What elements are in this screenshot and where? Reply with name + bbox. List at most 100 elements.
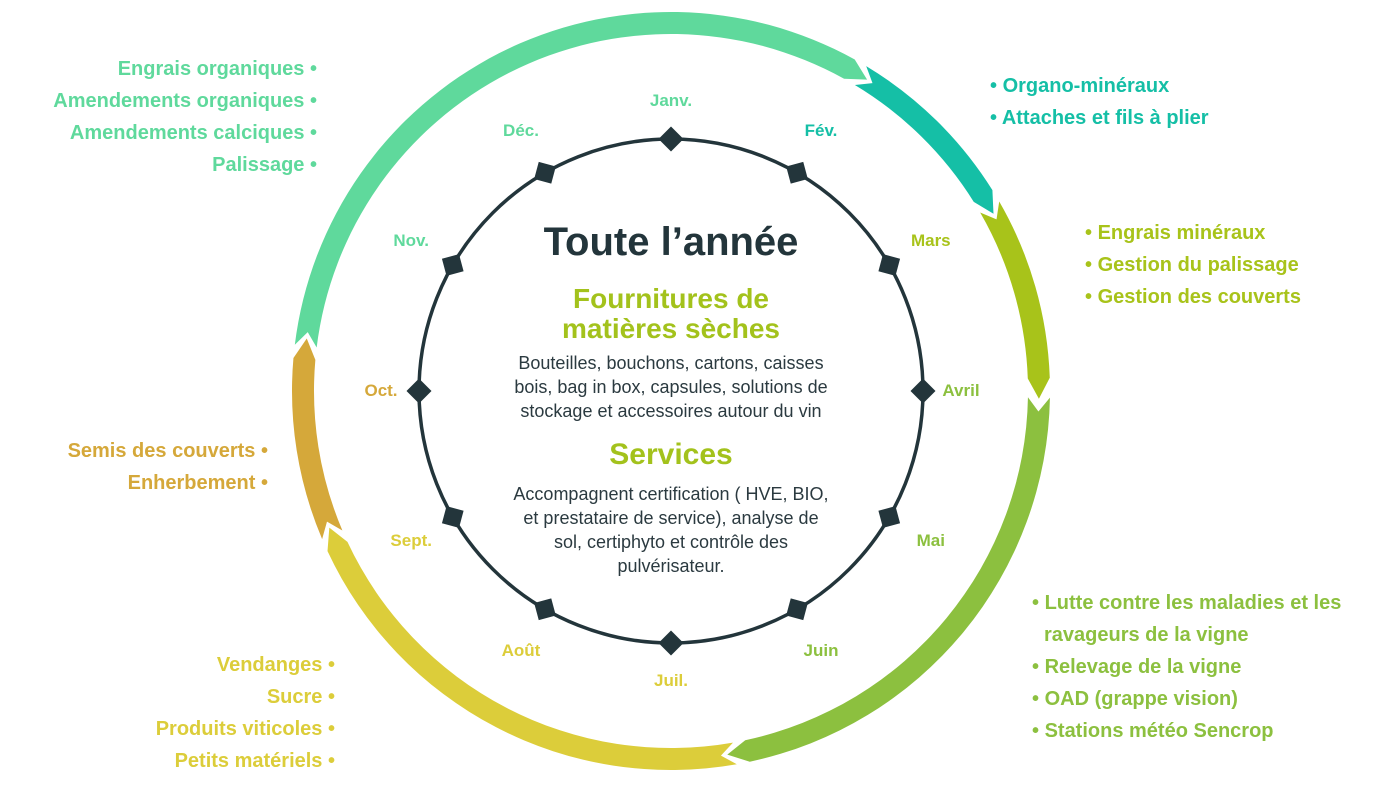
group-item: Produits viticoles • bbox=[156, 713, 335, 745]
group-item-text: Engrais minéraux bbox=[1097, 222, 1266, 244]
services-line: pulvérisateur. bbox=[617, 556, 725, 576]
month-label: Nov. bbox=[393, 231, 429, 250]
supplies-line: bois, bag in box, capsules, solutions de bbox=[514, 377, 828, 397]
group-item-text: Produits viticoles bbox=[155, 718, 323, 740]
month-diamond-marker bbox=[658, 630, 684, 656]
arrow-segment-green bbox=[727, 397, 1050, 762]
supplies-title: Fournitures de matières sèches bbox=[471, 284, 871, 344]
month-diamond-marker bbox=[658, 126, 684, 152]
services-line: et prestataire de service), analyse de bbox=[523, 508, 819, 528]
bullet-icon: • bbox=[255, 472, 268, 494]
arrow-segment-mint bbox=[294, 11, 868, 348]
group-item: Vendanges • bbox=[156, 649, 335, 681]
bullet-icon: • bbox=[990, 107, 1002, 129]
bullet-icon: • bbox=[304, 90, 317, 112]
month-diamond-marker bbox=[910, 378, 936, 404]
month-label: Juil. bbox=[653, 671, 689, 690]
services-line: sol, certiphyto et contrôle des bbox=[553, 532, 789, 552]
bullet-icon: • bbox=[255, 440, 268, 462]
bullet-icon: • bbox=[322, 750, 335, 772]
group-item: • Relevage de la vigne bbox=[1032, 651, 1341, 683]
month-diamond-marker bbox=[786, 598, 808, 621]
bullet-icon: • bbox=[322, 654, 335, 676]
group-item-text: Lutte contre les maladies et les bbox=[1044, 592, 1342, 614]
month-diamond-marker bbox=[534, 598, 556, 621]
group-bottom-left: Vendanges •Sucre •Produits viticoles •Pe… bbox=[156, 649, 335, 777]
group-item: • Engrais minéraux bbox=[1085, 217, 1301, 249]
group-item: Amendements organiques • bbox=[53, 85, 317, 117]
group-item-text: Engrais organiques bbox=[117, 58, 305, 80]
services-line: Accompagnent certification ( HVE, BIO, bbox=[513, 484, 829, 504]
group-item-text: Organo-minéraux bbox=[1002, 75, 1170, 97]
supplies-title-line: Fournitures de bbox=[572, 283, 769, 314]
group-item: Enherbement • bbox=[68, 467, 268, 499]
month-label: Fév. bbox=[804, 121, 838, 141]
group-right: • Engrais minéraux• Gestion du palissage… bbox=[1085, 217, 1301, 313]
group-left: Semis des couverts •Enherbement • bbox=[68, 435, 268, 499]
bullet-icon: • bbox=[322, 718, 335, 740]
group-item: Amendements calciques • bbox=[53, 117, 317, 149]
month-label: Janv. bbox=[649, 91, 693, 110]
group-top-right: • Organo-minéraux• Attaches et fils à pl… bbox=[990, 70, 1209, 134]
bullet-icon: • bbox=[1085, 222, 1098, 244]
group-item-text: Relevage de la vigne bbox=[1044, 656, 1242, 678]
bullet-icon: • bbox=[322, 686, 335, 708]
group-item-text: Gestion des couverts bbox=[1097, 286, 1301, 308]
group-item-text: OAD (grappe vision) bbox=[1044, 688, 1238, 710]
bullet-icon: • bbox=[1032, 720, 1045, 742]
bullet-icon: • bbox=[990, 75, 1003, 97]
services-title: Services bbox=[609, 438, 733, 471]
group-top-left: Engrais organiques •Amendements organiqu… bbox=[53, 53, 317, 181]
group-item: Sucre • bbox=[156, 681, 335, 713]
group-item: Semis des couverts • bbox=[68, 435, 268, 467]
title-all-year: Toute l’année bbox=[543, 220, 799, 264]
group-item-text: Semis des couverts bbox=[67, 440, 256, 462]
bullet-icon: • bbox=[1032, 688, 1045, 710]
supplies-line: stockage et accessoires autour du vin bbox=[520, 401, 822, 421]
group-item: • Attaches et fils à plier bbox=[990, 102, 1209, 134]
bullet-icon: • bbox=[1085, 286, 1098, 308]
month-diamond-marker bbox=[441, 254, 464, 276]
month-diamond-marker bbox=[878, 506, 901, 528]
group-item-text: Palissage bbox=[212, 154, 305, 176]
group-item: • Gestion des couverts bbox=[1085, 281, 1301, 313]
group-item-text: Petits matériels bbox=[174, 750, 323, 772]
services-description: Accompagnent certification ( HVE, BIO, e… bbox=[471, 482, 871, 578]
bullet-icon: • bbox=[1032, 656, 1045, 678]
month-label: Déc. bbox=[503, 121, 539, 141]
month-label: Avril bbox=[942, 381, 980, 400]
group-item-text: Vendanges bbox=[216, 654, 323, 676]
month-diamond-marker bbox=[878, 254, 901, 276]
bullet-icon: • bbox=[304, 122, 317, 144]
month-diamond-marker bbox=[441, 506, 464, 528]
bullet-icon: • bbox=[1085, 254, 1098, 276]
group-item-text: Gestion du palissage bbox=[1097, 254, 1299, 276]
month-label: Mars bbox=[910, 231, 951, 250]
group-item: Petits matériels • bbox=[156, 745, 335, 777]
supplies-line: Bouteilles, bouchons, cartons, caisses bbox=[518, 353, 824, 373]
group-item: • OAD (grappe vision) bbox=[1032, 683, 1341, 715]
bullet-icon: • bbox=[1032, 592, 1045, 614]
bullet-icon: • bbox=[304, 154, 317, 176]
group-item: ravageurs de la vigne bbox=[1032, 619, 1341, 651]
month-diamond-marker bbox=[406, 378, 432, 404]
arrow-segment-lime bbox=[980, 201, 1050, 399]
group-item: Engrais organiques • bbox=[53, 53, 317, 85]
arrow-segment-ochre bbox=[292, 338, 343, 540]
supplies-description: Bouteilles, bouchons, cartons, caisses b… bbox=[471, 351, 871, 423]
group-item: • Organo-minéraux bbox=[990, 70, 1209, 102]
bullet-icon: • bbox=[304, 58, 317, 80]
supplies-title-line: matières sèches bbox=[562, 313, 780, 344]
group-item: • Stations météo Sencrop bbox=[1032, 715, 1341, 747]
month-label: Juin bbox=[803, 640, 839, 660]
group-item: • Gestion du palissage bbox=[1085, 249, 1301, 281]
group-item-text: Sucre bbox=[266, 686, 323, 708]
group-item-text: Amendements organiques bbox=[53, 90, 305, 112]
month-label: Oct. bbox=[364, 381, 398, 400]
group-item-text: Amendements calciques bbox=[69, 122, 305, 144]
group-item-text: Stations météo Sencrop bbox=[1044, 720, 1274, 742]
arrow-segment-teal bbox=[854, 66, 994, 214]
group-item: • Lutte contre les maladies et les bbox=[1032, 587, 1341, 619]
